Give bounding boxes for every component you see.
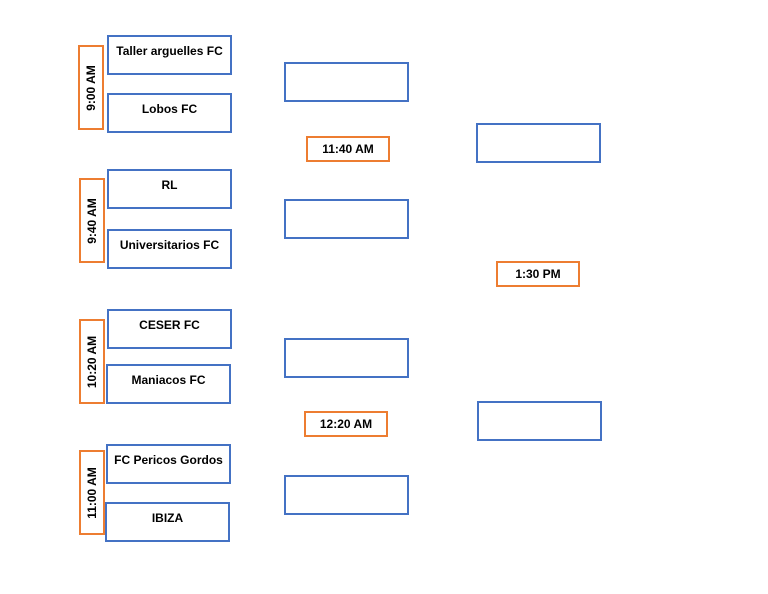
final-slot-2	[477, 401, 602, 441]
match-3-team-2: Maniacos FC	[106, 364, 231, 404]
match-1-team-2: Lobos FC	[107, 93, 232, 133]
match-3-time: 10:20 AM	[85, 335, 99, 388]
match-1-time: 9:00 AM	[84, 64, 98, 111]
match-3-time-label: 10:20 AM	[79, 319, 105, 404]
round-2-slot-4	[284, 475, 409, 515]
match-1-time-label: 9:00 AM	[78, 45, 104, 130]
match-2-team-1: RL	[107, 169, 232, 209]
match-4-time-label: 11:00 AM	[79, 450, 105, 535]
round-2-slot-2	[284, 199, 409, 239]
match-3-team-1: CESER FC	[107, 309, 232, 349]
match-4-time: 11:00 AM	[85, 466, 99, 519]
round-2-slot-1	[284, 62, 409, 102]
match-2-time-label: 9:40 AM	[79, 178, 105, 263]
match-2-time: 9:40 AM	[85, 197, 99, 244]
final-slot-1	[476, 123, 601, 163]
final-time: 1:30 PM	[496, 261, 580, 287]
match-4-team-1: FC Pericos Gordos	[106, 444, 231, 484]
match-1-team-1: Taller arguelles FC	[107, 35, 232, 75]
round-2-slot-3	[284, 338, 409, 378]
semifinal-2-time: 12:20 AM	[304, 411, 388, 437]
match-4-team-2: IBIZA	[105, 502, 230, 542]
match-2-team-2: Universitarios FC	[107, 229, 232, 269]
semifinal-1-time: 11:40 AM	[306, 136, 390, 162]
